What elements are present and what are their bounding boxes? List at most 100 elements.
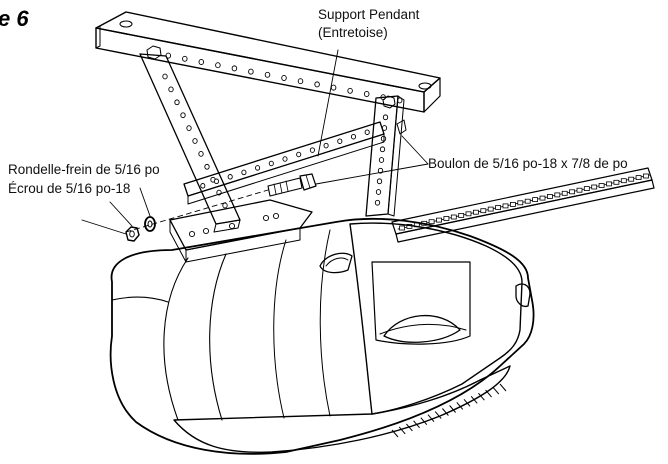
label-ecrou: Écrou de 5/16 po-18 <box>8 181 130 196</box>
angle-hole <box>215 62 221 69</box>
vent-slot <box>470 395 478 404</box>
strap-hole <box>168 86 174 93</box>
brace-holes <box>200 129 370 189</box>
angle-holes <box>165 52 403 104</box>
rail-hole <box>554 192 561 198</box>
strap-hole <box>186 125 192 131</box>
angle-hole <box>297 78 304 85</box>
vent-slot <box>434 411 442 419</box>
rail-hole <box>495 205 502 210</box>
rail-hole <box>517 200 524 206</box>
rail-hole <box>583 186 590 192</box>
leader-lines <box>81 49 429 235</box>
vent-slot <box>391 429 399 438</box>
strap-hole <box>204 163 210 170</box>
rail-hole <box>502 203 509 209</box>
vent-slot <box>449 405 456 413</box>
vent-slot <box>442 408 449 416</box>
rail-holes <box>399 173 649 231</box>
rail-hole <box>450 214 457 220</box>
strap-hole <box>180 112 186 119</box>
label-support-pendant: Support Pendant <box>318 7 420 22</box>
angle-hole <box>182 55 188 62</box>
angle-hole <box>231 65 238 72</box>
alignment-dashed-line <box>125 189 269 233</box>
strap-hole <box>378 157 385 163</box>
vent-slot <box>485 389 492 398</box>
rail-hole <box>399 225 405 231</box>
vent-slot <box>463 398 471 407</box>
rail-hole <box>509 201 516 207</box>
left-strap-holes <box>162 73 228 209</box>
angle-hole <box>264 71 271 78</box>
rail-hole <box>547 194 553 199</box>
rail-hole <box>606 181 612 187</box>
vent-slot <box>478 392 485 401</box>
angle-hole <box>248 68 254 75</box>
vent-slot <box>456 402 464 410</box>
strap-hole <box>376 178 383 185</box>
rail-hole <box>591 184 598 190</box>
rail-hole <box>487 206 494 212</box>
boulon-bolt <box>267 173 317 197</box>
vent-slot <box>499 383 507 392</box>
strap-hole <box>375 189 382 195</box>
left-strap <box>139 45 241 233</box>
brace-hole <box>255 165 261 171</box>
vent-slot <box>406 423 413 432</box>
strap-hole <box>192 138 198 144</box>
rail-hole <box>472 209 479 215</box>
rail-hole <box>428 219 435 225</box>
strap-hole <box>382 114 389 121</box>
label-rondelle: Rondelle-frein de 5/16 po <box>8 162 160 177</box>
angle-hole <box>330 84 337 91</box>
vent-slot <box>427 414 435 423</box>
strap-hole <box>162 73 168 80</box>
rail-hole <box>569 189 575 195</box>
rail-hole <box>635 175 642 181</box>
strap-hole <box>198 151 204 157</box>
rail-hole <box>458 212 465 218</box>
angle-hole <box>314 81 320 88</box>
rail-hole <box>620 178 627 184</box>
brace-hole <box>350 133 357 140</box>
rail <box>391 167 655 243</box>
rail-hole <box>539 195 546 201</box>
brace-hole <box>323 142 329 149</box>
rail-hole <box>598 183 605 188</box>
vent-slot <box>413 420 420 429</box>
vent-slot <box>492 386 500 395</box>
strap-hole <box>374 199 381 206</box>
angle-hole <box>363 91 370 97</box>
strap-hole <box>174 99 180 106</box>
rail-hole <box>480 208 487 214</box>
brace-hole <box>213 178 220 185</box>
brace-hole <box>227 174 233 180</box>
right-strap <box>365 95 407 217</box>
brace-hole <box>309 147 315 153</box>
label-entretoise: (Entretoise) <box>318 25 388 40</box>
brace-hole <box>337 138 343 144</box>
rail-hole <box>628 176 635 182</box>
support-pendant-brace <box>183 121 385 205</box>
brace-hole <box>268 160 274 167</box>
rail-hole <box>576 187 583 193</box>
figure-title: e 6 <box>0 6 29 31</box>
strap-hole <box>379 146 386 153</box>
rail-hole <box>532 197 538 203</box>
rail-hole <box>465 211 472 217</box>
strap-hole <box>222 202 228 209</box>
brace-hole <box>241 169 247 176</box>
brace-hole <box>364 129 370 135</box>
rail-hole <box>561 190 568 196</box>
vent-grille <box>391 383 507 438</box>
vent-slot <box>398 426 406 435</box>
mounting-plate <box>169 199 313 263</box>
label-boulon: Boulon de 5/16 po-18 x 7/8 de po <box>428 156 628 171</box>
vent-slot <box>420 417 428 426</box>
rail-hole <box>524 198 531 204</box>
angle-hole <box>281 75 287 81</box>
rail-hole <box>436 217 442 223</box>
angle-hole <box>347 87 353 94</box>
